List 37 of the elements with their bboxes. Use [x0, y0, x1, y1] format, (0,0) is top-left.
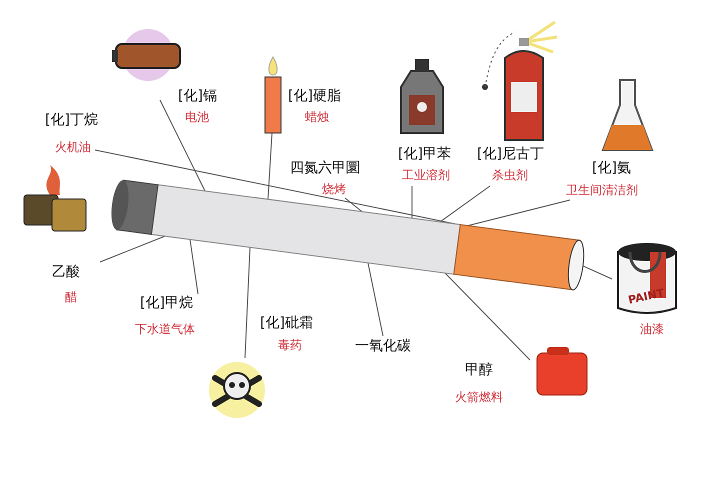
leader-line	[268, 132, 272, 200]
usage-text: 电池	[185, 110, 209, 124]
leader-line	[582, 265, 612, 280]
leader-line	[190, 238, 198, 294]
usage-text: 火机油	[55, 140, 91, 154]
usage-text: 油漆	[640, 322, 664, 336]
usage-text: 蜡烛	[305, 110, 329, 124]
leader-line	[344, 198, 362, 212]
substance-name: [化]甲苯	[398, 146, 451, 163]
substance-name: [化]镉	[178, 88, 217, 105]
substance-name: 甲醇	[465, 362, 493, 379]
leader-line	[444, 272, 530, 360]
substance-name: [化]砒霜	[260, 315, 313, 332]
leader-line	[94, 150, 456, 224]
leader-line	[100, 236, 166, 262]
usage-text: 卫生间清洁剂	[566, 183, 638, 198]
leader-line	[468, 200, 570, 226]
leader-line	[244, 246, 250, 358]
usage-text: 烧烤	[322, 182, 346, 196]
substance-name: [化]丁烷	[45, 112, 98, 129]
substance-name: 乙酸	[52, 264, 80, 281]
substance-name: [化]尼古丁	[477, 146, 544, 163]
substance-name: 一氧化碳	[355, 338, 411, 355]
substance-name: 四氮六甲圜	[290, 160, 360, 177]
usage-text: 杀虫剂	[492, 168, 528, 182]
can-label-text: PAINT	[627, 286, 666, 307]
substance-name: [化]甲烷	[140, 295, 193, 312]
leader-line	[368, 262, 384, 336]
substance-name: [化]氨	[592, 160, 631, 177]
usage-text: 下水道气体	[135, 322, 195, 336]
usage-text: 火箭燃料	[455, 390, 503, 404]
leader-line	[440, 186, 490, 222]
usage-text: 毒药	[278, 338, 302, 352]
usage-text: 工业溶剂	[402, 168, 450, 182]
leader-line	[160, 100, 206, 192]
substance-name: [化]硬脂	[288, 88, 341, 105]
usage-text: 醋	[65, 290, 77, 304]
